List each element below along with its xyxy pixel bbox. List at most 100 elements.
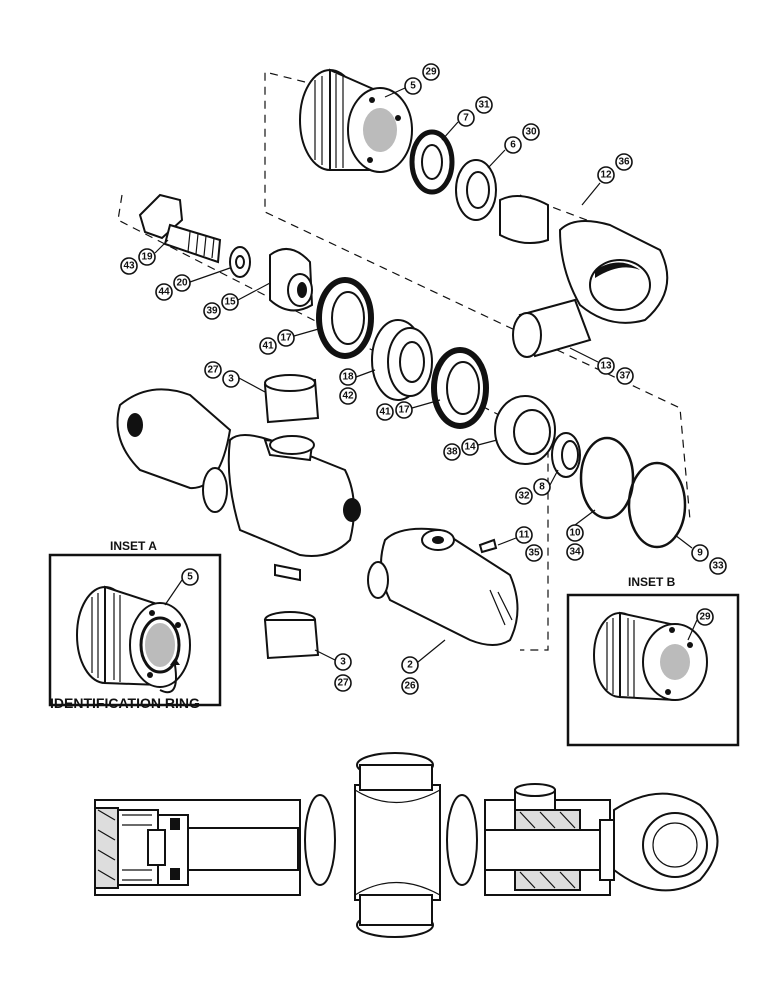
callout-5: 5 bbox=[404, 77, 422, 95]
svg-text:19: 19 bbox=[141, 252, 153, 263]
callout-41-upper: 41 bbox=[259, 337, 277, 355]
svg-text:9: 9 bbox=[697, 548, 703, 559]
callout-39: 39 bbox=[203, 302, 221, 320]
screw-part bbox=[478, 538, 498, 554]
svg-text:18: 18 bbox=[342, 372, 354, 383]
callout-3-lower: 3 bbox=[334, 653, 352, 671]
callout-15: 15 bbox=[221, 293, 239, 311]
callout-8: 8 bbox=[533, 478, 551, 496]
callout-34: 34 bbox=[566, 543, 584, 561]
svg-text:41: 41 bbox=[379, 407, 391, 418]
svg-text:6: 6 bbox=[510, 140, 516, 151]
svg-text:12: 12 bbox=[600, 170, 612, 181]
svg-text:27: 27 bbox=[207, 365, 219, 376]
piston-part bbox=[371, 319, 433, 401]
backup-ring-part bbox=[551, 432, 581, 478]
callout-18: 18 bbox=[339, 368, 357, 386]
svg-text:34: 34 bbox=[569, 547, 581, 558]
callout-31: 31 bbox=[475, 96, 493, 114]
piston-seal-upper-part bbox=[316, 277, 374, 359]
svg-text:29: 29 bbox=[425, 67, 437, 78]
callout-32: 32 bbox=[515, 487, 533, 505]
callout-36: 36 bbox=[615, 153, 633, 171]
svg-text:42: 42 bbox=[342, 391, 354, 402]
rod-end-part bbox=[499, 195, 669, 324]
callout-44: 44 bbox=[155, 283, 173, 301]
callout-30: 30 bbox=[522, 123, 540, 141]
callout-33: 33 bbox=[709, 557, 727, 575]
callout-11: 11 bbox=[515, 526, 533, 544]
callout-10: 10 bbox=[566, 524, 584, 542]
inset-a-callout-5: 5 bbox=[181, 568, 199, 586]
svg-text:30: 30 bbox=[525, 127, 537, 138]
svg-text:8: 8 bbox=[539, 482, 545, 493]
callout-9: 9 bbox=[691, 544, 709, 562]
svg-text:7: 7 bbox=[463, 113, 469, 124]
callout-13: 13 bbox=[597, 357, 615, 375]
wiper-part bbox=[455, 159, 497, 221]
svg-text:35: 35 bbox=[528, 548, 540, 559]
svg-text:14: 14 bbox=[464, 442, 476, 453]
tube-part bbox=[367, 527, 519, 646]
piston-seal-lower-part bbox=[431, 347, 489, 429]
callout-19: 19 bbox=[138, 248, 156, 266]
callout-38: 38 bbox=[443, 443, 461, 461]
svg-text:31: 31 bbox=[478, 100, 490, 111]
svg-text:38: 38 bbox=[446, 447, 458, 458]
svg-text:10: 10 bbox=[569, 528, 581, 539]
callout-29: 29 bbox=[422, 63, 440, 81]
svg-text:5: 5 bbox=[410, 81, 416, 92]
callout-20: 20 bbox=[173, 274, 191, 292]
o-ring-large-part bbox=[627, 461, 687, 549]
inset-b: INSET B bbox=[566, 575, 740, 747]
svg-text:36: 36 bbox=[618, 157, 630, 168]
svg-text:33: 33 bbox=[712, 561, 724, 572]
callout-6: 6 bbox=[504, 136, 522, 154]
svg-text:43: 43 bbox=[123, 261, 135, 272]
piston-nut-part bbox=[269, 247, 314, 312]
svg-text:37: 37 bbox=[619, 371, 631, 382]
callout-14: 14 bbox=[461, 438, 479, 456]
inset-b-title: INSET B bbox=[628, 575, 676, 589]
svg-text:32: 32 bbox=[518, 491, 530, 502]
leader-lines bbox=[154, 87, 698, 663]
tube-cross-part bbox=[202, 434, 361, 582]
svg-text:26: 26 bbox=[404, 681, 416, 692]
bolt-part bbox=[138, 193, 222, 264]
callout-37: 37 bbox=[616, 367, 634, 385]
svg-text:17: 17 bbox=[280, 333, 292, 344]
svg-text:29: 29 bbox=[699, 612, 711, 623]
svg-text:27: 27 bbox=[337, 678, 349, 689]
callout-27-upper: 27 bbox=[204, 361, 222, 379]
callout-7: 7 bbox=[457, 109, 475, 127]
bushing-part bbox=[512, 298, 592, 358]
seal-part bbox=[409, 129, 455, 195]
callout-35: 35 bbox=[525, 544, 543, 562]
gland-part bbox=[299, 68, 413, 173]
svg-text:41: 41 bbox=[262, 341, 274, 352]
bushing-upper-part bbox=[263, 374, 320, 424]
assembled-cylinder-section bbox=[94, 752, 719, 938]
identification-ring-caption: IDENTIFICATION RING bbox=[50, 695, 200, 711]
inset-a: INSET A IDENTIFICATION RING bbox=[48, 539, 222, 711]
svg-text:17: 17 bbox=[398, 405, 410, 416]
callout-3-upper: 3 bbox=[222, 370, 240, 388]
svg-text:11: 11 bbox=[519, 530, 530, 541]
svg-text:3: 3 bbox=[228, 374, 234, 385]
svg-text:44: 44 bbox=[158, 287, 170, 298]
callout-26: 26 bbox=[401, 677, 419, 695]
svg-text:20: 20 bbox=[176, 278, 188, 289]
callout-2: 2 bbox=[401, 656, 419, 674]
callout-17-lower: 17 bbox=[395, 401, 413, 419]
bushing-lower-part bbox=[263, 611, 320, 660]
callout-43: 43 bbox=[120, 257, 138, 275]
washer-part bbox=[229, 246, 251, 278]
callout-17-upper: 17 bbox=[277, 329, 295, 347]
inset-b-callout-29: 29 bbox=[696, 608, 714, 626]
o-ring-small-part bbox=[579, 436, 635, 520]
callout-27-lower: 27 bbox=[334, 674, 352, 692]
callout-12: 12 bbox=[597, 166, 615, 184]
svg-text:15: 15 bbox=[224, 297, 236, 308]
svg-text:13: 13 bbox=[600, 361, 612, 372]
